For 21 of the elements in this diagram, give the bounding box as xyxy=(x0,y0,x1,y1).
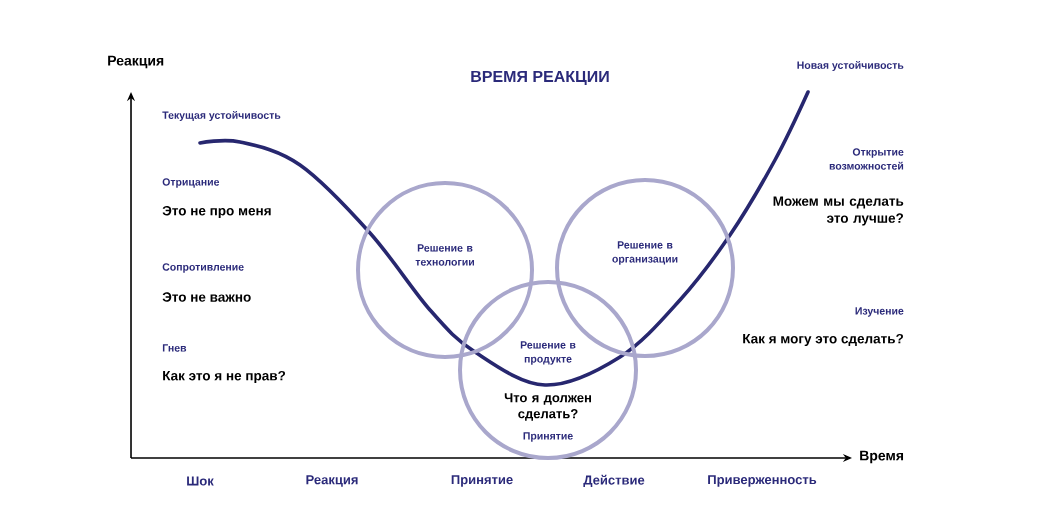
phase-label: Действие xyxy=(583,474,645,488)
phase-label: Реакция xyxy=(306,475,358,487)
chart-title: ВРЕМЯ РЕАКЦИИ xyxy=(471,70,609,86)
stage-label: Изучение xyxy=(855,307,904,317)
stage-label: Новая устойчивость xyxy=(797,61,904,71)
stage-label: Сопротивление xyxy=(162,263,244,273)
phase-label: Шок xyxy=(187,476,214,486)
stage-label: Текущая устойчивость xyxy=(162,111,281,121)
question-text: Это не про меня xyxy=(162,205,271,219)
question-text: Можем мы сделать это лучше? xyxy=(773,196,904,226)
stage-label: Гнев xyxy=(162,344,187,352)
axis-label: Время xyxy=(860,450,903,464)
stage-label: Принятие xyxy=(523,432,573,442)
phase-label: Принятие xyxy=(451,475,513,487)
question-text: Это не важно xyxy=(162,292,251,302)
question-text: Что я должен сделать? xyxy=(504,393,591,421)
phase-label: Приверженность xyxy=(708,475,817,487)
stage-label: Открытие возможностей xyxy=(829,148,904,170)
question-text: Как это я не прав? xyxy=(163,370,286,384)
stage-label: Отрицание xyxy=(162,178,220,188)
axis-label: Реакция xyxy=(108,55,164,69)
